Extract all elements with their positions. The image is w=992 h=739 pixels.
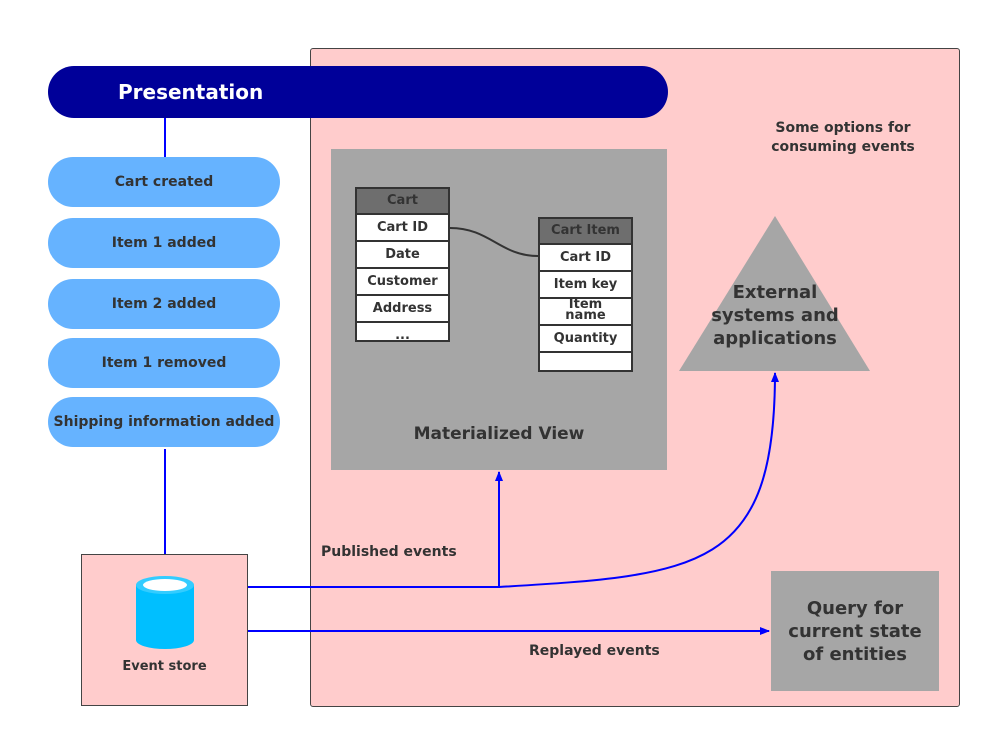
event-store-label: Event store	[122, 659, 207, 674]
event-cart-created: Cart created	[48, 157, 280, 207]
event-shipping-info-added: Shipping information added	[48, 397, 280, 447]
presentation-label: Presentation	[118, 80, 264, 104]
cart-item-table-row: Item name	[540, 299, 631, 326]
consuming-options-title-line1: Some options for	[775, 120, 911, 136]
cart-item-table: Cart Item Cart ID Item key Item name Qua…	[538, 217, 633, 372]
consuming-options-title-line2: consuming events	[771, 139, 915, 155]
query-line2: current state	[788, 620, 922, 642]
consuming-options-title: Some options for consuming events	[730, 119, 956, 157]
cart-table: Cart Cart ID Date Customer Address ...	[355, 187, 450, 343]
query-current-state-box: Query for current state of entities	[771, 571, 939, 691]
cart-table-row: ...	[395, 328, 410, 343]
external-systems-line2: systems and	[711, 305, 839, 326]
cart-item-table-row: Cart ID	[540, 245, 631, 272]
cart-table-row: Cart ID	[357, 215, 448, 242]
query-line3: of entities	[803, 643, 907, 665]
external-systems-line3: applications	[713, 328, 837, 349]
cart-table-row: Customer	[357, 269, 448, 296]
event-item1-removed: Item 1 removed	[48, 338, 280, 388]
external-systems-line1: External	[732, 282, 818, 303]
event-store-box	[81, 554, 248, 706]
replayed-events-label: Replayed events	[529, 643, 660, 659]
materialized-view-label: Materialized View	[413, 424, 585, 444]
event-item1-added: Item 1 added	[48, 218, 280, 268]
cart-table-header: Cart	[357, 189, 448, 215]
cart-item-table-header: Cart Item	[540, 219, 631, 245]
cart-table-row: Date	[357, 242, 448, 269]
cart-table-row: Address	[357, 296, 448, 323]
event-item2-added: Item 2 added	[48, 279, 280, 329]
query-line1: Query for	[806, 597, 904, 619]
presentation-bar: Presentation	[48, 66, 668, 118]
external-systems-label: External systems and applications	[700, 281, 850, 350]
cart-item-table-row: Item key	[540, 272, 631, 299]
cart-item-table-row: Quantity	[540, 326, 631, 353]
published-events-label: Published events	[321, 544, 457, 560]
cart-item-table-row	[540, 353, 631, 378]
